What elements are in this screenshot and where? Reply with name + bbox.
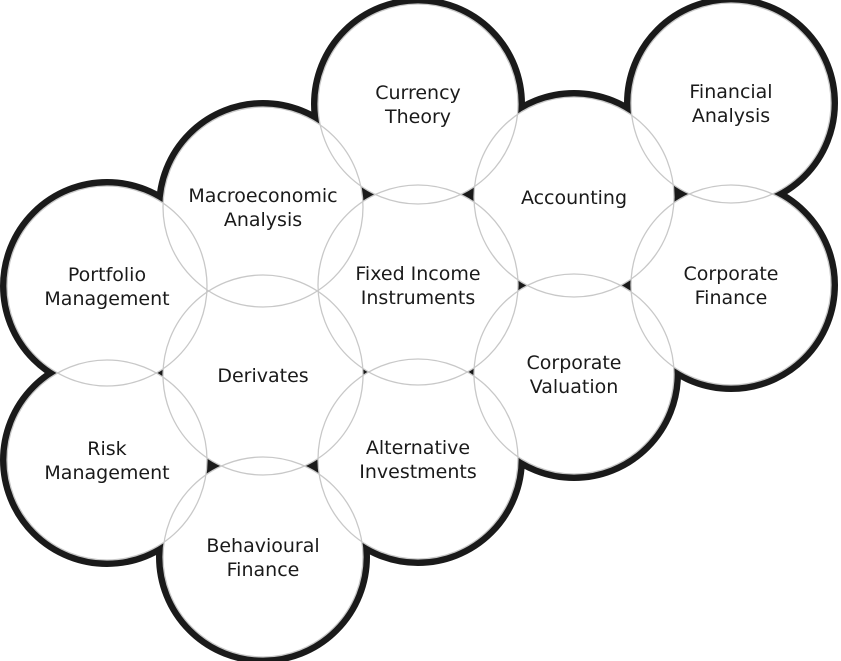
currency-theory-circle	[317, 3, 519, 205]
accounting-label-line: Accounting	[521, 187, 627, 209]
financial-analysis-label-line: Analysis	[692, 105, 770, 127]
corporate-finance-label-line: Corporate	[684, 263, 779, 285]
accounting-label: Accounting	[521, 187, 627, 209]
derivates-label: Derivates	[217, 365, 308, 387]
fixed-income-instruments-circle	[317, 184, 519, 386]
behavioural-finance-label-line: Behavioural	[206, 535, 319, 557]
financial-analysis-circle	[630, 2, 832, 204]
fixed-income-instruments-label-line: Fixed Income	[355, 263, 480, 285]
risk-management-fill	[7, 360, 207, 560]
corporate-finance-label-line: Finance	[695, 287, 768, 309]
macroeconomic-analysis-label-line: Analysis	[224, 209, 302, 231]
accounting-circle	[473, 96, 675, 298]
risk-management-circle	[6, 359, 208, 561]
derivates-fill	[163, 275, 363, 475]
corporate-valuation-label-line: Corporate	[527, 352, 622, 374]
alternative-investments-label-line: Alternative	[366, 437, 470, 459]
corporate-finance-fill	[631, 185, 831, 385]
currency-theory-label-line: Currency	[375, 82, 461, 104]
macroeconomic-analysis-label-line: Macroeconomic	[188, 185, 337, 207]
alternative-investments-label-line: Investments	[359, 461, 477, 483]
fixed-income-instruments-label-line: Instruments	[361, 287, 475, 309]
behavioural-finance-circle	[162, 456, 364, 658]
macroeconomic-analysis-circle	[162, 106, 364, 308]
portfolio-management-label-line: Portfolio	[68, 264, 146, 286]
corporate-valuation-fill	[474, 274, 674, 474]
corporate-valuation-label-line: Valuation	[530, 376, 619, 398]
alternative-investments-fill	[318, 359, 518, 559]
risk-management-label-line: Management	[44, 462, 169, 484]
fill-layer	[7, 3, 831, 657]
fixed-income-instruments-fill	[318, 185, 518, 385]
macroeconomic-analysis-fill	[163, 107, 363, 307]
corporate-finance-circle	[630, 184, 832, 386]
financial-analysis-label-line: Financial	[689, 81, 772, 103]
alternative-investments-circle	[317, 358, 519, 560]
portfolio-management-circle	[6, 185, 208, 387]
accounting-fill	[474, 97, 674, 297]
currency-theory-label-line: Theory	[384, 106, 451, 128]
derivates-label-line: Derivates	[217, 365, 308, 387]
corporate-valuation-circle	[473, 273, 675, 475]
behavioural-finance-label-line: Finance	[227, 559, 300, 581]
inner-line-layer	[6, 2, 832, 658]
financial-analysis-fill	[631, 3, 831, 203]
behavioural-finance-fill	[163, 457, 363, 657]
portfolio-management-fill	[7, 186, 207, 386]
risk-management-label-line: Risk	[87, 438, 126, 460]
portfolio-management-label-line: Management	[44, 288, 169, 310]
currency-theory-fill	[318, 4, 518, 204]
